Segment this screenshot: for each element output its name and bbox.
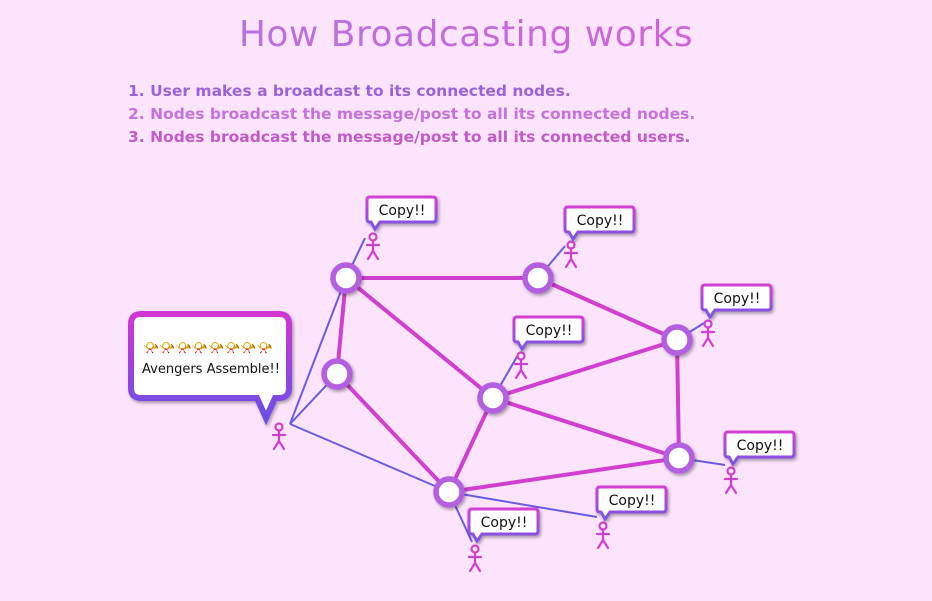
step-3: 3. Nodes broadcast the message/post to a… [128, 128, 691, 146]
user-icon [723, 466, 739, 495]
network-node [661, 324, 693, 356]
copy-label: Copy!! [481, 515, 528, 531]
copy-bubbles: Copy!! Copy!! Copy!! Copy!! Copy!! Copy!… [365, 195, 796, 544]
user-icon [513, 351, 529, 380]
edge-h-g [448, 456, 680, 494]
user-icon [365, 232, 381, 261]
user-icon [563, 240, 579, 269]
network-node [433, 476, 465, 508]
broadcast-emoji: 📯📯📯📯📯📯📯📯 [143, 341, 273, 356]
edge-a-b [335, 277, 348, 375]
copy-label: Copy!! [714, 291, 761, 307]
copy-label: Copy!! [737, 438, 784, 454]
users [271, 232, 739, 573]
copy-bubble: Copy!! [512, 315, 585, 352]
broadcast-message: Avengers Assemble!! [142, 362, 280, 377]
copy-bubble: Copy!! [595, 485, 668, 522]
broadcast-bubble [128, 311, 292, 426]
network-node [321, 358, 353, 390]
copy-bubble: Copy!! [723, 430, 796, 467]
edge-sender-node-a [289, 277, 347, 425]
node-edges [335, 276, 681, 494]
nodes [321, 262, 695, 508]
edge-d-g [675, 339, 681, 459]
step-1: 1. User makes a broadcast to its connect… [128, 82, 571, 100]
edge-sender-node-h [289, 423, 450, 493]
edge-e-g [492, 396, 680, 460]
edge-user6-node-h [448, 491, 598, 518]
edge-e-h [447, 397, 495, 493]
network-node [477, 382, 509, 414]
copy-bubble: Copy!! [467, 507, 540, 544]
sender-user-icon [271, 422, 287, 451]
network-node [663, 442, 695, 474]
network-node [522, 262, 554, 294]
edge-c-d [537, 276, 678, 342]
copy-label: Copy!! [379, 203, 426, 219]
network-node [330, 262, 362, 294]
edge-e-d [492, 338, 678, 400]
edge-b-h [335, 372, 451, 494]
edge-a-e [344, 276, 495, 400]
steps-list: 1. User makes a broadcast to its connect… [128, 80, 695, 149]
copy-bubble: Copy!! [365, 195, 438, 232]
page-title: How Broadcasting works [0, 14, 932, 55]
user-icon [595, 521, 611, 550]
copy-label: Copy!! [609, 493, 656, 509]
user-icon [700, 319, 716, 348]
copy-label: Copy!! [577, 213, 624, 229]
step-2: 2. Nodes broadcast the message/post to a… [128, 105, 696, 123]
copy-label: Copy!! [526, 323, 573, 339]
copy-bubble: Copy!! [563, 205, 636, 242]
user-icon [467, 544, 483, 573]
copy-bubble: Copy!! [700, 283, 773, 320]
